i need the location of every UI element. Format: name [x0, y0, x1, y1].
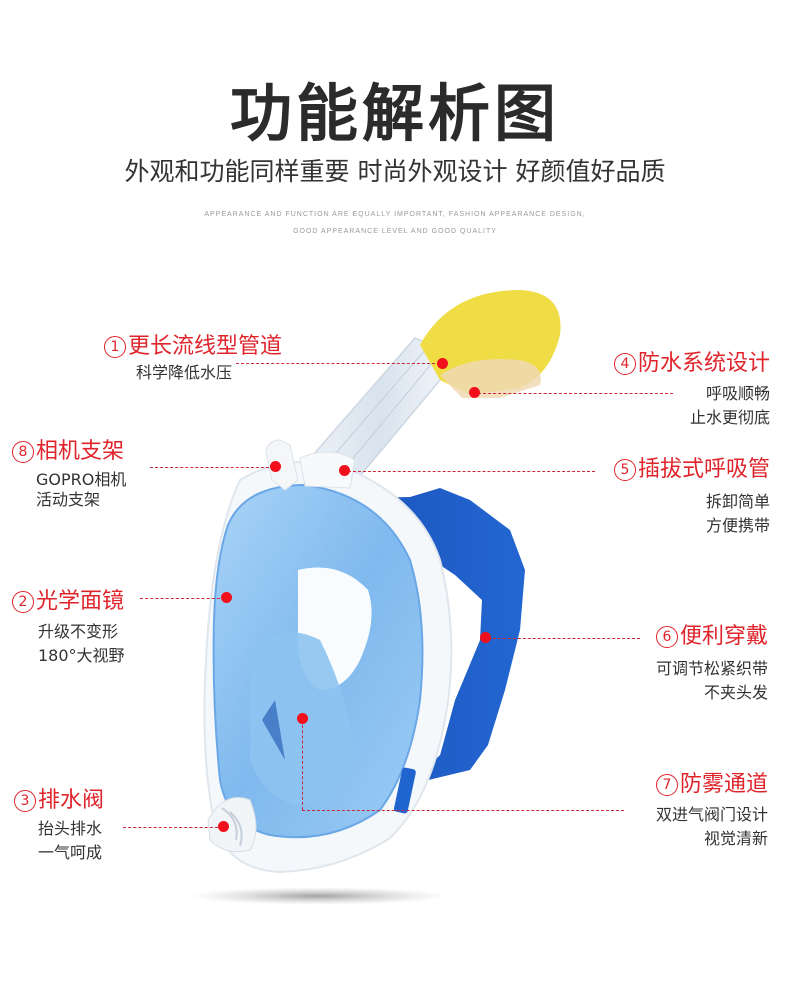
- shadow: [188, 887, 448, 905]
- head-strap: [360, 488, 525, 782]
- marker-dot-3: [218, 821, 229, 832]
- marker-dot-1: [437, 358, 448, 369]
- callout-title: 插拔式呼吸管: [637, 457, 770, 482]
- callout-desc: 升级不变形: [38, 622, 119, 641]
- callout-desc: 活动支架: [36, 490, 101, 509]
- leader-line-2: [140, 598, 225, 599]
- callout-desc: 不夹头发: [703, 683, 768, 702]
- callout-desc: 科学降低水压: [136, 363, 233, 382]
- leader-line-3: [123, 827, 223, 828]
- marker-dot-7: [297, 713, 308, 724]
- drain-valve: [207, 797, 257, 853]
- marker-dot-6: [480, 632, 491, 643]
- marker-dot-2: [221, 592, 232, 603]
- marker-dot-5: [339, 465, 350, 476]
- number-badge: 6: [655, 626, 678, 648]
- number-badge: 3: [14, 790, 36, 812]
- strap-clip: [393, 767, 416, 814]
- callout-title: 便利穿戴: [679, 624, 768, 649]
- callout-title: 更长流线型管道: [128, 334, 283, 359]
- callout-title: 防雾通道: [679, 772, 768, 797]
- page-subtitle: 外观和功能同样重要 时尚外观设计 好颜值好品质: [124, 157, 666, 186]
- callout-desc: 双进气阀门设计: [655, 805, 768, 824]
- leader-line-7-vertical: [302, 720, 303, 810]
- leader-line-8: [150, 467, 274, 468]
- leader-line-6: [488, 638, 640, 639]
- callout-desc: 方便携带: [705, 516, 770, 535]
- leader-line-4: [478, 393, 673, 394]
- callout-title: 相机支架: [36, 439, 125, 464]
- number-badge: 5: [613, 459, 636, 481]
- callout-desc: 180°大视野: [38, 646, 125, 665]
- english-tagline-2: GOOD APPEARANCE LEVEL AND GOOD QUALITY: [293, 228, 497, 235]
- callout-desc: 一气呵成: [38, 843, 103, 862]
- number-badge: 1: [104, 336, 126, 358]
- callout-desc: 拆卸简单: [705, 492, 770, 511]
- leader-line-1: [236, 363, 440, 364]
- page-title: 功能解析图: [229, 77, 560, 150]
- callout-title: 光学面镜: [36, 589, 125, 614]
- leader-line-7: [302, 810, 624, 811]
- callout-desc: 呼吸顺畅: [705, 384, 770, 403]
- callout-title: 排水阀: [38, 788, 105, 813]
- marker-dot-4: [469, 387, 480, 398]
- callout-desc: GOPRO相机: [36, 470, 127, 489]
- english-tagline-1: APPEARANCE AND FUNCTION ARE EQUALLY IMPO…: [204, 211, 586, 218]
- gopro-mount: [265, 439, 299, 491]
- callout-desc: 抬头排水: [38, 819, 103, 838]
- callout-desc: 视觉清新: [703, 829, 768, 848]
- number-badge: 8: [12, 441, 34, 463]
- number-badge: 4: [613, 353, 636, 375]
- number-badge: 7: [655, 774, 678, 796]
- callout-desc: 可调节松紧织带: [655, 659, 768, 678]
- leader-line-5: [348, 471, 595, 472]
- callout-desc: 止水更彻底: [689, 408, 770, 427]
- number-badge: 2: [12, 591, 34, 613]
- callout-title: 防水系统设计: [637, 351, 770, 376]
- marker-dot-8: [270, 461, 281, 472]
